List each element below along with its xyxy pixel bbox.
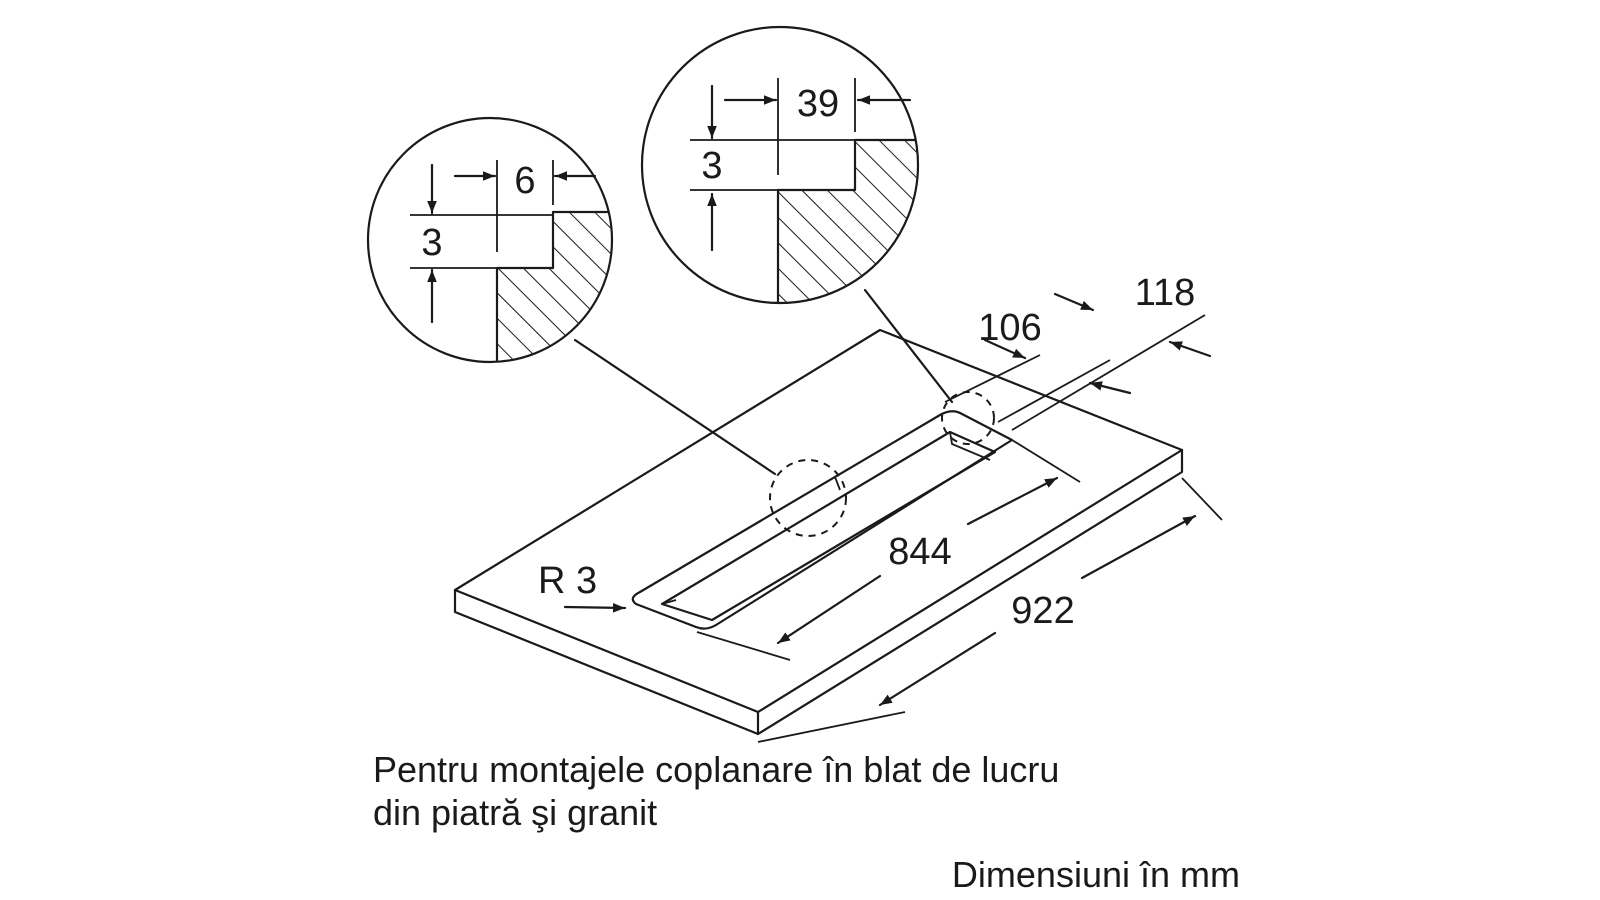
radius-arrow <box>563 603 627 613</box>
leader-line-right <box>863 288 954 404</box>
dim-width-118: 118 <box>1135 272 1196 314</box>
dim-left-depth: 3 <box>421 222 442 264</box>
leader-line-left <box>573 338 777 476</box>
countertop-slab <box>453 328 1184 736</box>
dim-right-depth: 3 <box>701 145 722 187</box>
dim-length-844: 844 <box>888 531 951 573</box>
dim-length-922: 922 <box>1011 590 1074 632</box>
caption-line-1: Pentru montajele coplanare în blat de lu… <box>373 749 1059 790</box>
dim-right-width: 39 <box>797 83 839 125</box>
detail-circle-left <box>366 116 614 364</box>
dim-width-106: 106 <box>978 307 1041 349</box>
caption-line-2: din piatră şi granit <box>373 792 657 833</box>
cutout-groove <box>631 410 1014 630</box>
length-dimension-lines <box>696 439 1223 743</box>
detail-marker-right <box>941 391 995 445</box>
detail-marker-left <box>769 459 847 537</box>
dim-left-width: 6 <box>514 160 535 202</box>
units-note: Dimensiuni în mm <box>952 854 1240 895</box>
detail-circle-right <box>640 25 920 305</box>
dim-corner-radius: R 3 <box>538 560 597 602</box>
width-dimension-lines <box>944 292 1212 431</box>
